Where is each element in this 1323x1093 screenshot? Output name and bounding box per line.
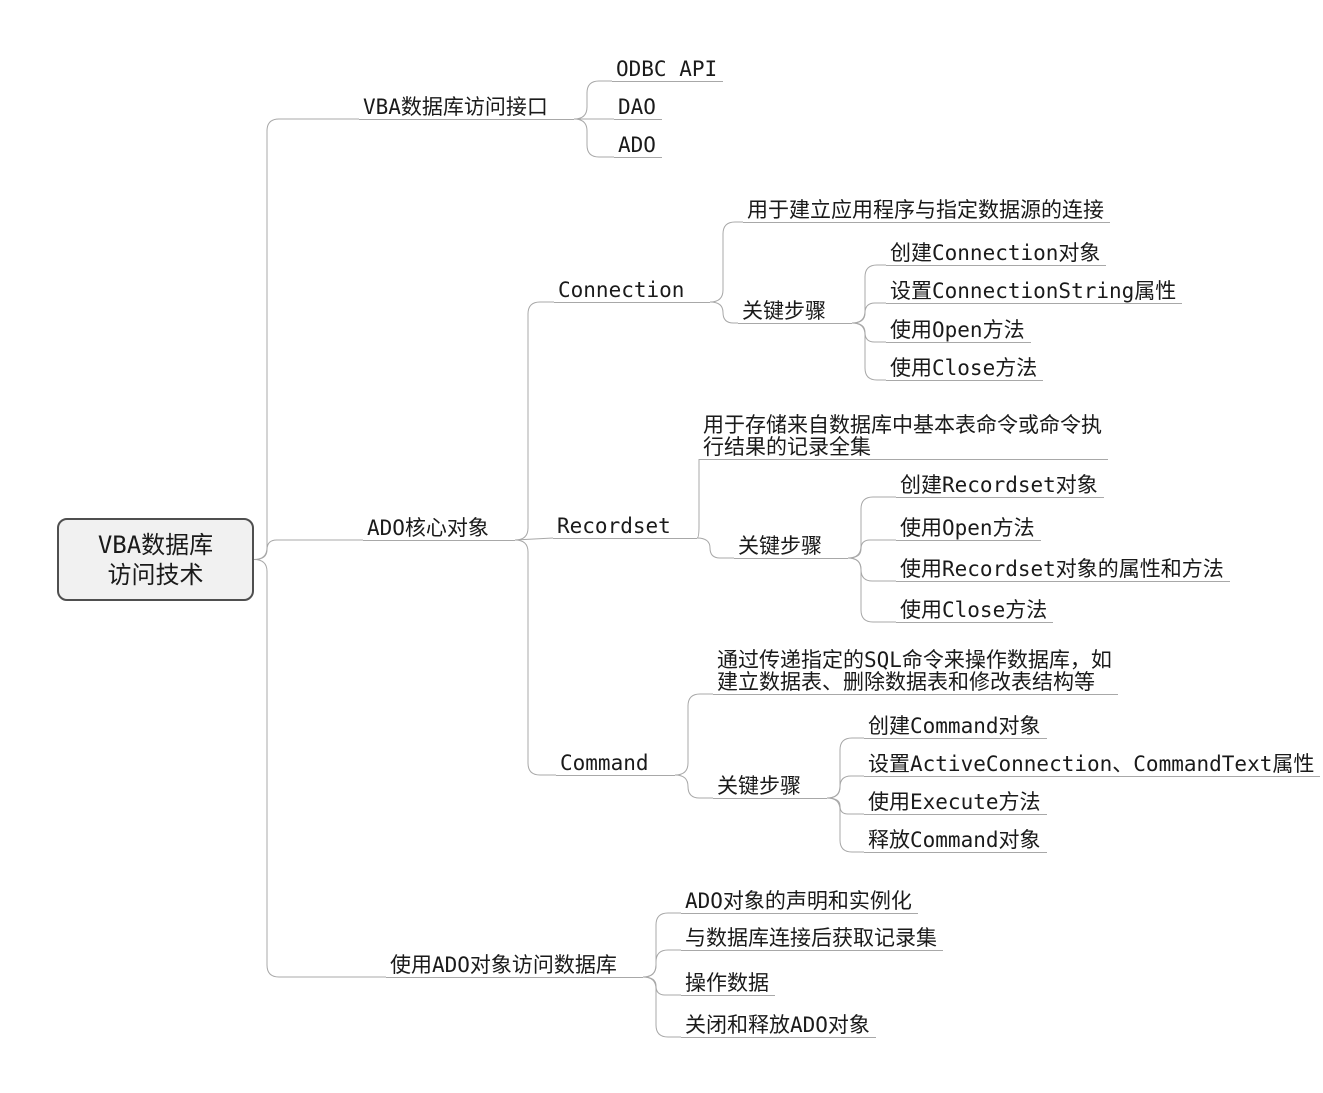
connector [696, 537, 734, 559]
connector [847, 557, 896, 582]
connector [847, 557, 896, 623]
node-odbc-api[interactable]: ODBC API [612, 58, 724, 82]
connection-step-3[interactable]: 使用Open方法 [886, 319, 1031, 343]
command-key-steps-label[interactable]: 关键步骤 [713, 775, 827, 799]
connector [674, 693, 713, 776]
node-connection[interactable]: Connection [554, 279, 711, 303]
recordset-step-4[interactable]: 使用Close方法 [896, 599, 1054, 623]
recordset-key-steps-label[interactable]: 关键步骤 [734, 535, 848, 559]
connection-description[interactable]: 用于建立应用程序与指定数据源的连接 [743, 199, 1110, 223]
connection-step-1[interactable]: 创建Connection对象 [886, 242, 1107, 266]
recordset-step-2[interactable]: 使用Open方法 [896, 517, 1041, 541]
connector [253, 559, 386, 978]
connection-step-2[interactable]: 设置ConnectionString属性 [886, 280, 1183, 304]
connector [514, 537, 554, 541]
connector [851, 322, 886, 343]
command-step-4[interactable]: 释放Command对象 [864, 829, 1047, 853]
connector [253, 539, 363, 560]
connector [573, 118, 614, 158]
connector [826, 797, 864, 853]
recordset-step-1[interactable]: 创建Recordset对象 [896, 474, 1104, 498]
branch-vba-db-access-interfaces[interactable]: VBA数据库访问接口 [359, 96, 574, 120]
command-description[interactable]: 通过传递指定的SQL命令来操作数据库，如 建立数据表、删除数据表和修改表结构等 [713, 649, 1118, 695]
node-command[interactable]: Command [556, 752, 675, 776]
node-close-release-ado[interactable]: 关闭和释放ADO对象 [681, 1014, 876, 1038]
connector [514, 539, 556, 776]
connector [826, 797, 864, 815]
recordset-description[interactable]: 用于存储来自数据库中基本表命令或命令执 行结果的记录全集 [699, 414, 1108, 460]
connector [642, 976, 681, 996]
connector [696, 459, 700, 539]
node-ado[interactable]: ADO [614, 134, 662, 158]
connector [253, 118, 359, 560]
connector [674, 774, 713, 799]
connection-key-steps-label[interactable]: 关键步骤 [738, 300, 852, 324]
connector [851, 302, 886, 324]
node-manipulate-data[interactable]: 操作数据 [681, 972, 775, 996]
connection-step-4[interactable]: 使用Close方法 [886, 357, 1044, 381]
recordset-step-3[interactable]: 使用Recordset对象的属性和方法 [896, 558, 1230, 582]
command-step-3[interactable]: 使用Execute方法 [864, 791, 1047, 815]
connector [573, 80, 612, 120]
branch-using-ado-objects[interactable]: 使用ADO对象访问数据库 [386, 954, 643, 978]
connector [709, 301, 738, 324]
node-recordset[interactable]: Recordset [553, 515, 697, 539]
node-dao[interactable]: DAO [614, 96, 662, 120]
branch-ado-core-objects[interactable]: ADO核心对象 [363, 517, 515, 541]
connector [851, 322, 886, 381]
command-step-2[interactable]: 设置ActiveConnection、CommandText属性 [864, 753, 1321, 777]
node-get-recordset-after-connect[interactable]: 与数据库连接后获取记录集 [681, 927, 943, 951]
connector [851, 264, 886, 324]
connector [826, 737, 864, 799]
connector [642, 949, 681, 978]
connector [642, 912, 681, 978]
root-node[interactable]: VBA数据库 访问技术 [57, 518, 254, 601]
node-ado-declare-instantiate[interactable]: ADO对象的声明和实例化 [681, 890, 918, 914]
connector [709, 221, 743, 303]
connector [826, 775, 864, 799]
connector [847, 496, 896, 559]
connector [642, 976, 681, 1038]
connector [514, 301, 554, 541]
connector [847, 539, 896, 559]
command-step-1[interactable]: 创建Command对象 [864, 715, 1047, 739]
